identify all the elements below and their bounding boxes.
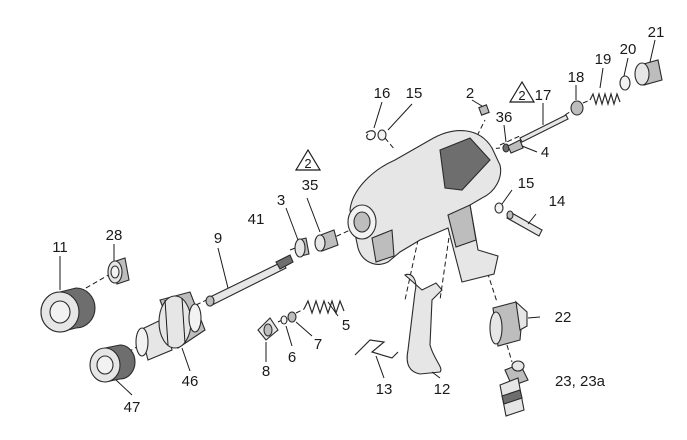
part-15-oring-lower [494,202,504,214]
callout-7: 7 [314,336,322,353]
part-47-ring [89,344,136,383]
callout-5: 5 [342,317,350,334]
callout-28: 28 [106,227,123,244]
warning-symbol-label: 2 [518,88,525,103]
callout-22: 22 [555,309,572,326]
callout-labels: 21 20 19 18 17 2 36 4 16 15 35 15 14 41 … [52,24,664,416]
callout-35: 35 [302,177,319,194]
part-21-cap [634,59,663,86]
part-19-spring [589,91,621,107]
part-11-ring [40,287,96,333]
callout-9: 9 [214,230,222,247]
warning-triangle-left: 2 [294,148,322,171]
callout-13: 13 [376,381,393,398]
callout-6: 6 [288,349,296,366]
part-7-seal [287,311,297,323]
callout-18: 18 [568,69,585,86]
callout-12: 12 [434,381,451,398]
part-16-clip [365,130,376,141]
part-35-sleeve [314,229,339,252]
part-28-nozzle-seal [107,257,130,285]
part-gun-body [347,130,502,283]
callout-16: 16 [374,85,391,102]
part-18-ball [570,100,584,116]
callout-36: 36 [496,109,513,126]
part-9-needle [205,254,294,307]
part-8-tip [257,317,279,341]
part-14-pin [506,210,543,237]
part-15-oring-top [377,129,387,141]
part-3-washer [294,237,310,258]
callout-4: 4 [541,144,549,161]
leader-lines [59,39,656,396]
part-2-plug [478,104,490,116]
part-36-seal [502,143,510,153]
callout-21: 21 [648,24,665,41]
part-5-spring [303,299,345,315]
callout-11: 11 [52,239,68,256]
part-20-oring [619,75,631,91]
part-22-valve [489,300,528,347]
callout-15-lower: 15 [518,175,535,192]
callout-8: 8 [262,363,270,380]
callout-17: 17 [535,87,552,104]
callout-14: 14 [549,193,566,210]
callout-20: 20 [620,41,637,58]
warning-symbol-label: 2 [304,156,311,171]
callout-23-23a: 23, 23a [555,373,606,390]
callout-15-top: 15 [406,85,423,102]
callout-41: 41 [248,211,265,228]
callout-19: 19 [595,51,612,68]
part-6-oring [280,315,288,325]
warning-triangle-top: 2 [508,80,536,103]
part-13-wire-clip [354,339,399,359]
callout-47: 47 [124,399,141,416]
part-46-air-cap [135,291,206,361]
callout-46: 46 [182,373,199,390]
part-4-fitting [507,139,524,154]
part-12-trigger [403,273,443,375]
part-17-rod [519,114,569,143]
callout-3: 3 [277,192,285,209]
part-23-swivel [499,360,529,417]
callout-2: 2 [466,85,474,102]
